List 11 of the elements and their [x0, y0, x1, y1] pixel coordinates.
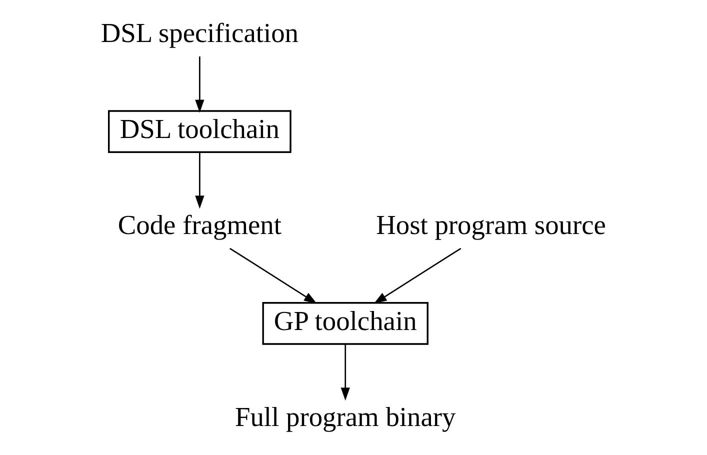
node-box: GP toolchain: [262, 302, 428, 345]
node-text: DSL specification: [100, 18, 298, 48]
arrow: [340, 344, 350, 401]
arrow: [195, 152, 204, 209]
node-text: Full program binary: [234, 402, 456, 432]
node-box: DSL toolchain: [108, 110, 292, 153]
arrow: [195, 56, 204, 113]
arrow: [374, 248, 462, 304]
node-text: Code fragment: [118, 210, 282, 240]
node-text: Host program source: [376, 210, 606, 240]
arrow: [230, 248, 317, 304]
